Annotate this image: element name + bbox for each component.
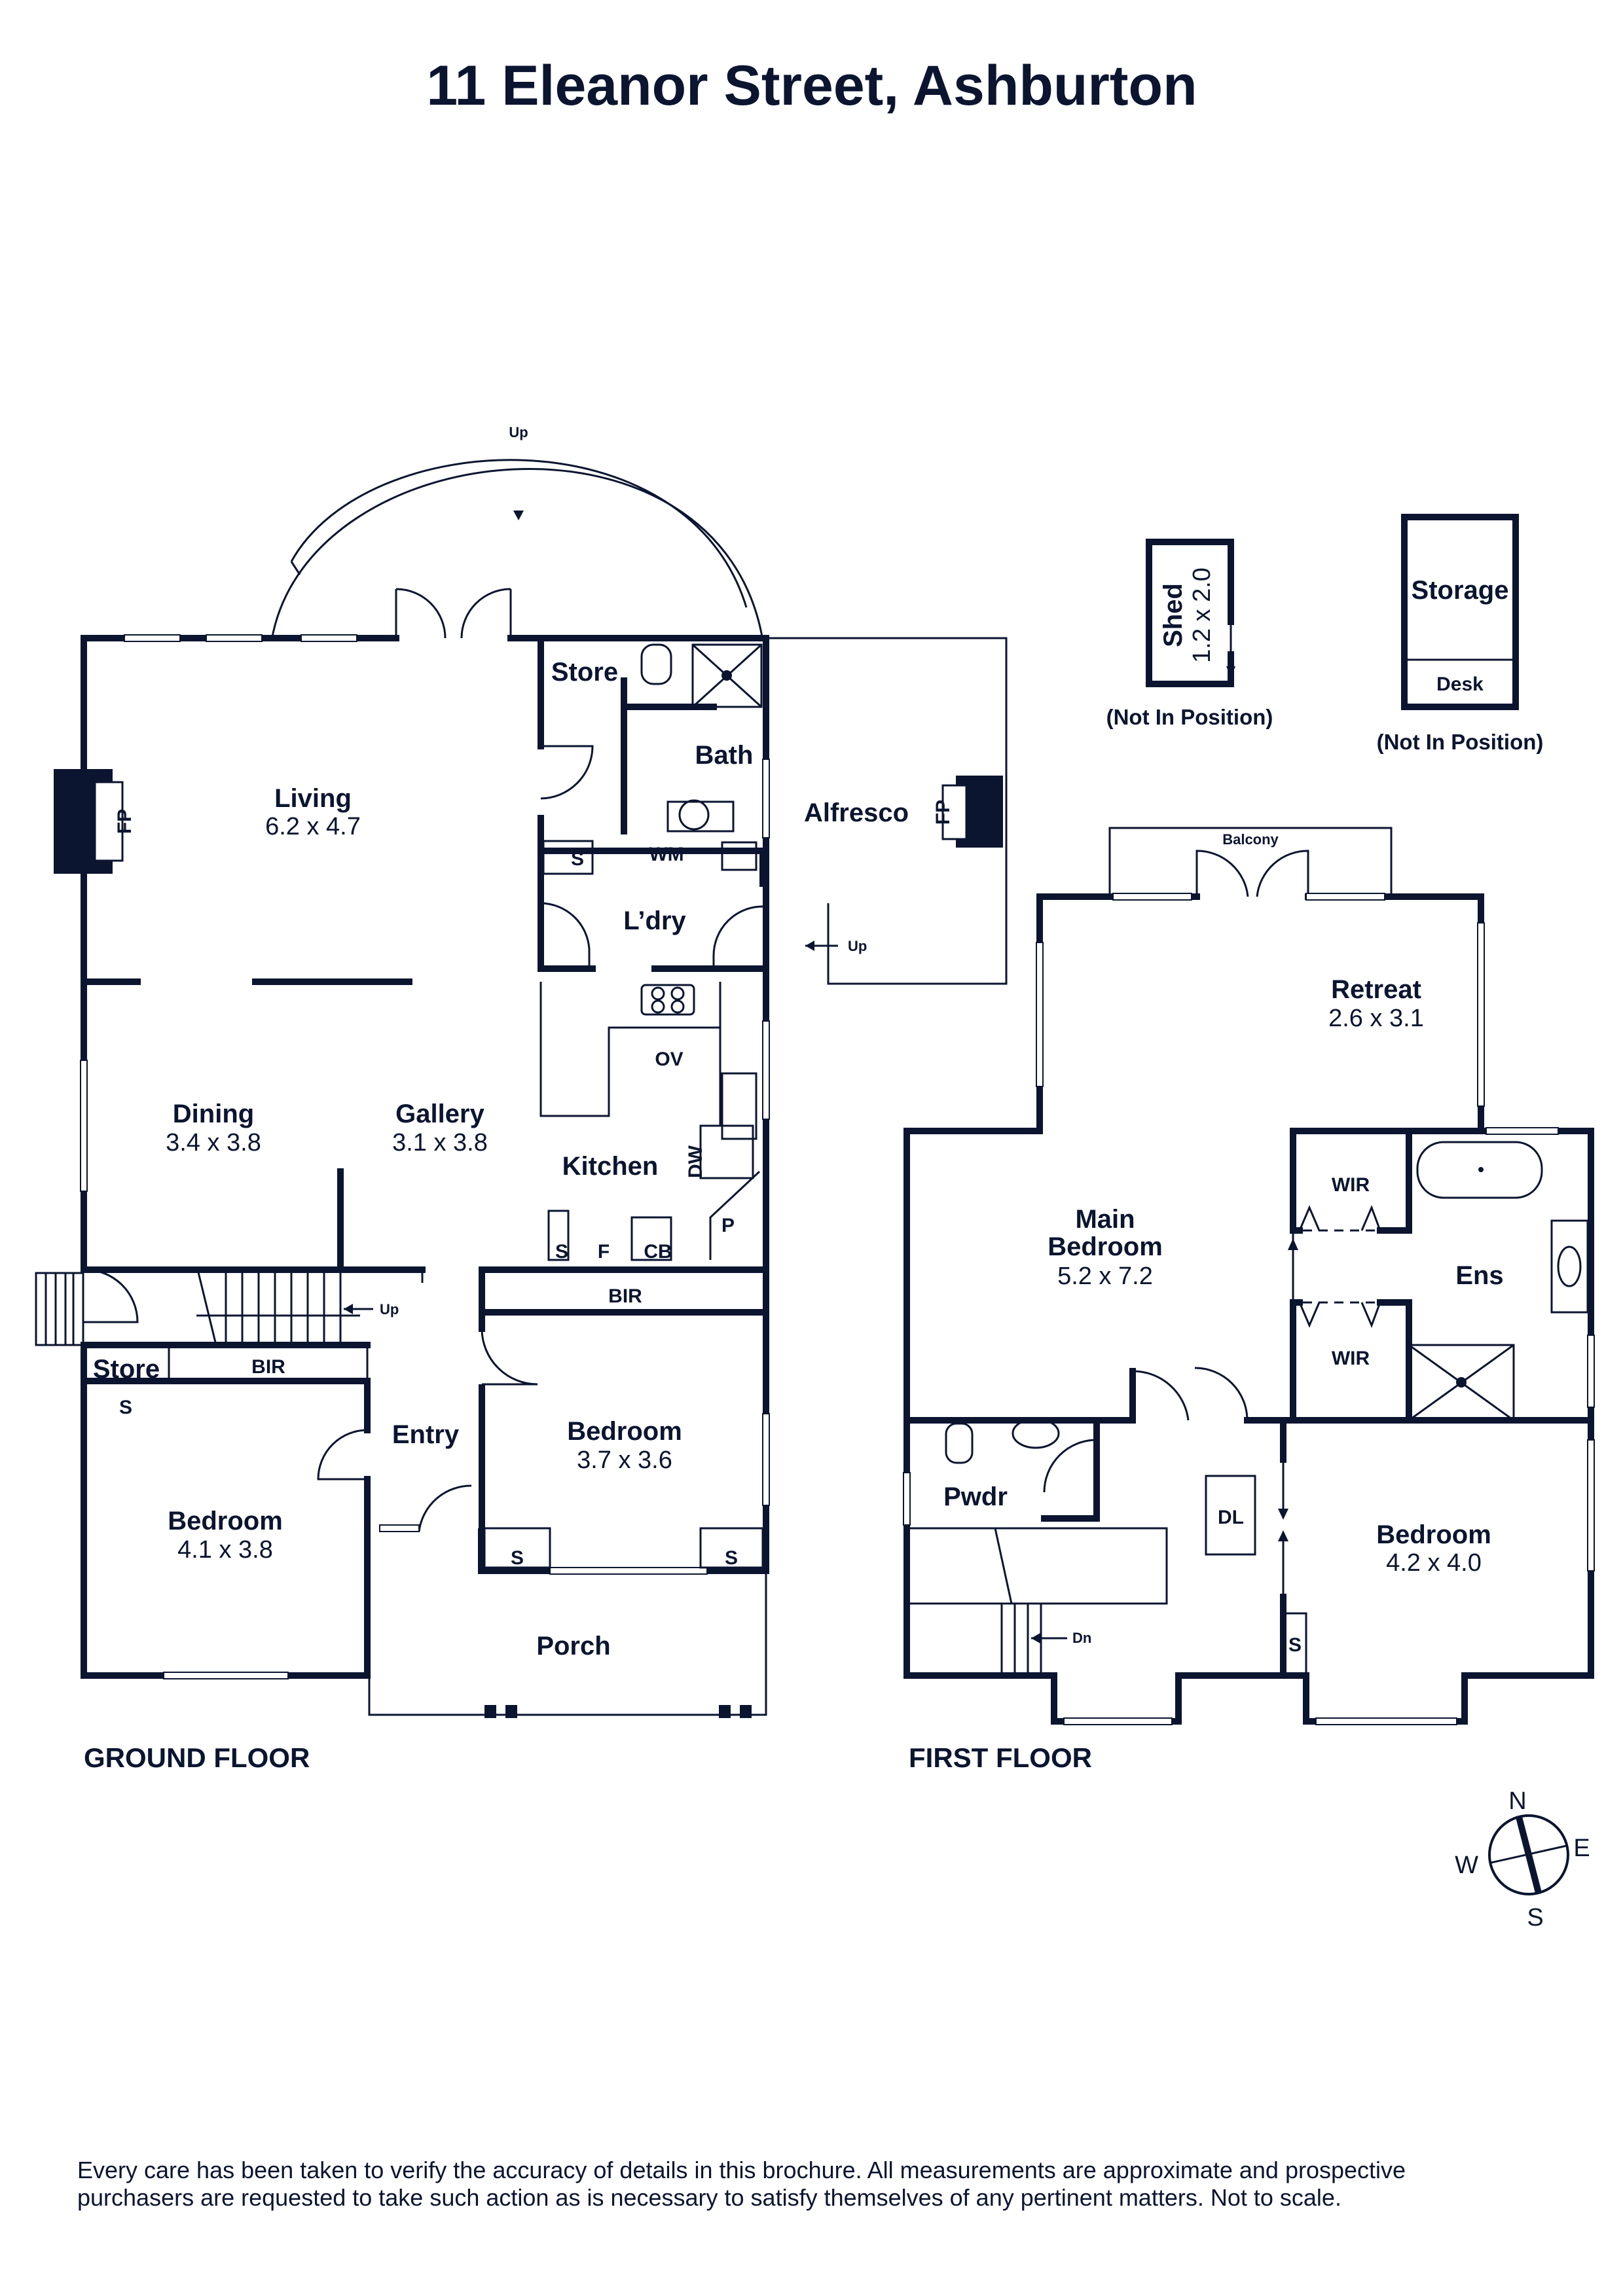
label-fp-left: FP bbox=[114, 809, 136, 834]
room-bedroom-left-dims: 4.1 x 3.8 bbox=[177, 1536, 273, 1564]
room-porch-name: Porch bbox=[536, 1632, 610, 1660]
shed-dims: 1.2 x 2.0 bbox=[1188, 567, 1216, 663]
label-s-bed2: S bbox=[725, 1547, 738, 1569]
room-gallery-name: Gallery bbox=[395, 1100, 484, 1128]
room-store-upper-name: Store bbox=[551, 658, 618, 687]
label-s-first: S bbox=[1288, 1634, 1302, 1656]
storage-sub: Desk bbox=[1436, 673, 1484, 695]
room-laundry-name: L’dry bbox=[623, 906, 686, 935]
label-up-stairs: Up bbox=[380, 1301, 399, 1318]
room-entry-name: Entry bbox=[392, 1420, 460, 1449]
label-s-kitchen: S bbox=[555, 1241, 568, 1263]
room-bedroom-first-name: Bedroom bbox=[1376, 1520, 1491, 1549]
storage-name: Storage bbox=[1412, 576, 1509, 605]
label-p: P bbox=[721, 1215, 735, 1236]
label-dl: DL bbox=[1218, 1507, 1244, 1528]
side-steps bbox=[35, 1272, 84, 1346]
room-bedroom-first-dims: 4.2 x 4.0 bbox=[1386, 1549, 1482, 1577]
room-powder-name: Pwdr bbox=[943, 1482, 1008, 1511]
label-cb: CB bbox=[644, 1241, 672, 1263]
label-bir-front: BIR bbox=[608, 1285, 642, 1307]
label-s-bed1: S bbox=[511, 1547, 524, 1569]
label-s-store: S bbox=[119, 1397, 132, 1418]
label-bir-left: BIR bbox=[251, 1356, 285, 1378]
label-wir-top: WIR bbox=[1332, 1174, 1370, 1196]
compass-n: N bbox=[1508, 1787, 1526, 1815]
label-dw: DW bbox=[685, 1145, 706, 1178]
label-wir-bottom: WIR bbox=[1332, 1348, 1370, 1369]
label-ov: OV bbox=[655, 1049, 683, 1070]
compass-e: E bbox=[1573, 1835, 1590, 1862]
room-living-name: Living bbox=[274, 784, 352, 813]
label-up-alfresco: Up bbox=[848, 938, 867, 954]
compass-s: S bbox=[1527, 1904, 1543, 1931]
room-bedroom-front-name: Bedroom bbox=[567, 1417, 682, 1446]
label-s-laundry: S bbox=[571, 848, 584, 870]
room-bath-name: Bath bbox=[695, 741, 754, 770]
label-fp-alfresco: FP bbox=[932, 800, 954, 825]
stairs-ground bbox=[196, 1269, 360, 1346]
room-kitchen-name: Kitchen bbox=[562, 1152, 659, 1181]
room-gallery-dims: 3.1 x 3.8 bbox=[392, 1129, 488, 1157]
label-dn: Dn bbox=[1072, 1630, 1091, 1646]
disclaimer-line-1: Every care has been taken to verify the … bbox=[77, 2157, 1406, 2183]
first-floor-label: FIRST FLOOR bbox=[909, 1742, 1092, 1773]
storage-note: (Not In Position) bbox=[1377, 730, 1544, 754]
shed-note: (Not In Position) bbox=[1106, 705, 1273, 729]
ground-floor-label: GROUND FLOOR bbox=[84, 1742, 310, 1773]
room-alfresco-name: Alfresco bbox=[804, 798, 909, 827]
shed-name: Shed bbox=[1159, 583, 1188, 647]
room-dining-dims: 3.4 x 3.8 bbox=[166, 1129, 261, 1157]
ground-floor-plan: Living 6.2 x 4.7 Dining 3.4 x 3.8 Galler… bbox=[35, 424, 1008, 1773]
room-retreat-name: Retreat bbox=[1331, 975, 1421, 1004]
outbuildings: Shed 1.2 x 2.0 (Not In Position) Storage… bbox=[1106, 514, 1544, 754]
page-title: 11 Eleanor Street, Ashburton bbox=[426, 54, 1197, 117]
room-dining-name: Dining bbox=[173, 1100, 254, 1128]
room-bedroom-front-dims: 3.7 x 3.6 bbox=[577, 1446, 672, 1474]
label-f: F bbox=[598, 1241, 610, 1263]
label-balcony: Balcony bbox=[1222, 831, 1279, 848]
room-ensuite-name: Ens bbox=[1455, 1261, 1503, 1290]
label-up-arc: Up bbox=[509, 424, 528, 440]
room-living-dims: 6.2 x 4.7 bbox=[265, 813, 361, 840]
disclaimer-line-2: purchasers are requested to take such ac… bbox=[77, 2184, 1341, 2211]
compass-w: W bbox=[1455, 1852, 1478, 1879]
room-main-bedroom-dims: 5.2 x 7.2 bbox=[1057, 1263, 1153, 1290]
room-bedroom-left-name: Bedroom bbox=[168, 1507, 283, 1535]
compass-icon: N E S W bbox=[1455, 1787, 1590, 1931]
room-retreat-dims: 2.6 x 3.1 bbox=[1328, 1005, 1424, 1032]
room-store-lower-name: Store bbox=[93, 1355, 160, 1384]
label-wm: WM bbox=[649, 844, 684, 865]
